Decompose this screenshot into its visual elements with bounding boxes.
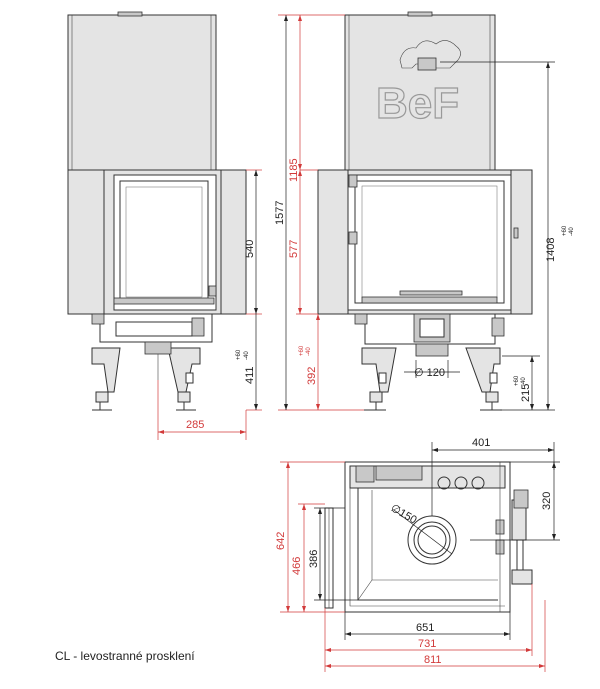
side-view-dimensions: 540 411 +60 -40 285 <box>157 169 262 440</box>
plan-dim-386: 386 <box>308 550 320 568</box>
front-dim-1408: 1408 <box>545 238 557 262</box>
front-dim-392: 392 <box>306 367 318 385</box>
side-view-chimney <box>67 14 217 171</box>
side-dim-540: 540 <box>244 240 256 258</box>
side-dim-285: 285 <box>186 419 204 431</box>
svg-text:-40: -40 <box>306 347 312 356</box>
front-view-dimensions: 1577 1185 577 392 +60 -40 ∅ 120 1408 +60… <box>274 14 575 411</box>
svg-text:-40: -40 <box>244 351 250 360</box>
side-view <box>67 11 247 411</box>
side-dim-411: 411 <box>244 366 256 384</box>
plan-view-damper <box>375 465 423 481</box>
front-view-chimney <box>344 14 496 171</box>
drawing-caption: CL - levostranné prosklení <box>55 649 195 663</box>
svg-text:+60: +60 <box>299 345 305 356</box>
bef-logo: BeF <box>375 40 461 129</box>
front-view-flue <box>415 343 449 357</box>
side-view-door <box>113 174 217 311</box>
front-dim-1185: 1185 <box>288 158 300 182</box>
front-view-leg-left <box>361 347 397 393</box>
plan-dim-401: 401 <box>472 437 490 449</box>
svg-text:+60: +60 <box>514 375 520 386</box>
svg-text:BeF: BeF <box>376 79 459 128</box>
front-dim-1577: 1577 <box>274 201 286 225</box>
front-dim-577: 577 <box>288 240 300 258</box>
plan-dim-811: 811 <box>424 654 442 666</box>
svg-text:-40: -40 <box>521 377 527 386</box>
svg-text:-40: -40 <box>569 227 575 236</box>
plan-dim-320: 320 <box>541 492 553 510</box>
front-view-leg-right <box>465 347 501 393</box>
plan-dim-731: 731 <box>418 638 436 650</box>
plan-dim-651: 651 <box>416 622 434 634</box>
side-view-leg-right <box>167 347 201 393</box>
plan-dim-642: 642 <box>275 532 287 550</box>
front-dim-flue-120: ∅ 120 <box>414 367 445 379</box>
svg-text:+60: +60 <box>562 225 568 236</box>
side-dim-411-tol: +60 <box>236 349 242 360</box>
front-view: BeF <box>317 11 533 411</box>
front-dim-215: 215 <box>520 384 532 402</box>
front-view-door <box>347 174 512 311</box>
side-view-leg-left <box>91 347 121 393</box>
plan-dim-466: 466 <box>291 557 303 575</box>
plan-view <box>324 461 533 613</box>
